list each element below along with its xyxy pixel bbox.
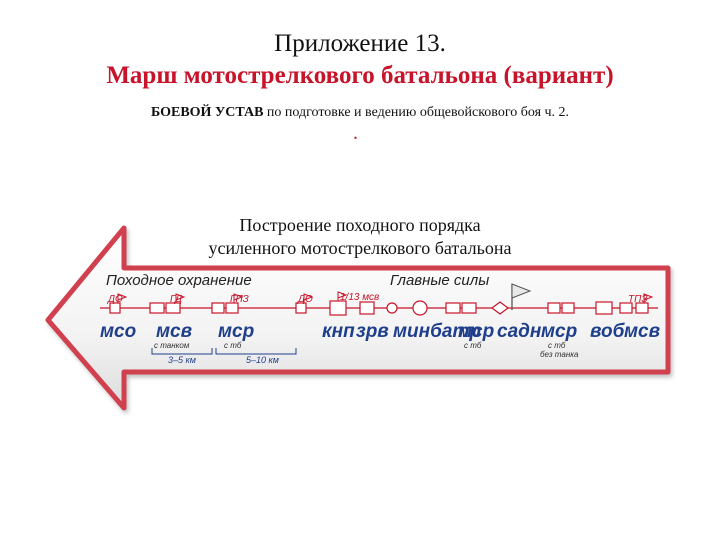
note-msv: с танком: [154, 341, 190, 350]
top-label-do-1: ДО: [108, 294, 123, 305]
distance-brackets: [151, 348, 297, 355]
diagram-heading-line1: Построение походного порядка: [239, 215, 481, 235]
section-left-label: Походное охранение: [106, 272, 252, 289]
top-label-mcv: 1/13 мсв: [340, 292, 380, 303]
unit-msr-1: мср: [218, 321, 255, 342]
unit-knp: кнп: [322, 321, 355, 342]
unit-msv-2: мсв: [624, 321, 661, 342]
unit-msr-3: мср: [541, 321, 578, 342]
unit-minbatr: минбатр: [393, 321, 481, 342]
red-dot: .: [353, 122, 358, 144]
note-msr-3: с тб: [548, 341, 566, 350]
page-title: Марш мотострелкового батальона (вариант): [106, 62, 614, 89]
unit-msr-2: мср: [458, 321, 495, 342]
top-label-tpz: ТПЗ: [628, 294, 648, 305]
distance-1: 3–5 км: [168, 355, 196, 365]
big-arrow-shape: [45, 225, 671, 411]
top-label-gd: ГД: [170, 294, 183, 305]
top-label-do-2: ДО: [298, 294, 313, 305]
note-msr-1: с тб: [224, 341, 242, 350]
note-msr-2: с тб: [464, 341, 482, 350]
unit-sadn: садн: [497, 321, 542, 342]
section-right-label: Главные силы: [390, 272, 490, 289]
axis-markers: [109, 300, 649, 316]
element-pennants: [117, 291, 654, 303]
unit-mso: мсо: [100, 321, 137, 342]
flag-icon: [511, 283, 532, 310]
unit-vob: воб: [590, 321, 625, 342]
note-msr-3b: без танка: [540, 350, 579, 359]
diagram-heading-line2: усиленного мотострелкового батальона: [208, 238, 512, 258]
appendix-title: Приложение 13.: [274, 30, 446, 57]
source-rest: по подготовке и ведению общевойскового б…: [263, 105, 570, 120]
unit-zrv: зрв: [356, 321, 389, 342]
source-bold: БОЕВОЙ УСТАВ: [150, 105, 264, 120]
source-reference: БОЕВОЙ УСТАВ по подготовке и ведению общ…: [0, 105, 720, 121]
diagram-heading: Построение походного порядка усиленного …: [0, 214, 720, 260]
distance-2: 5–10 км: [246, 355, 279, 365]
top-label-gpz: ГПЗ: [230, 294, 249, 305]
unit-msv-1: мсв: [156, 321, 193, 342]
